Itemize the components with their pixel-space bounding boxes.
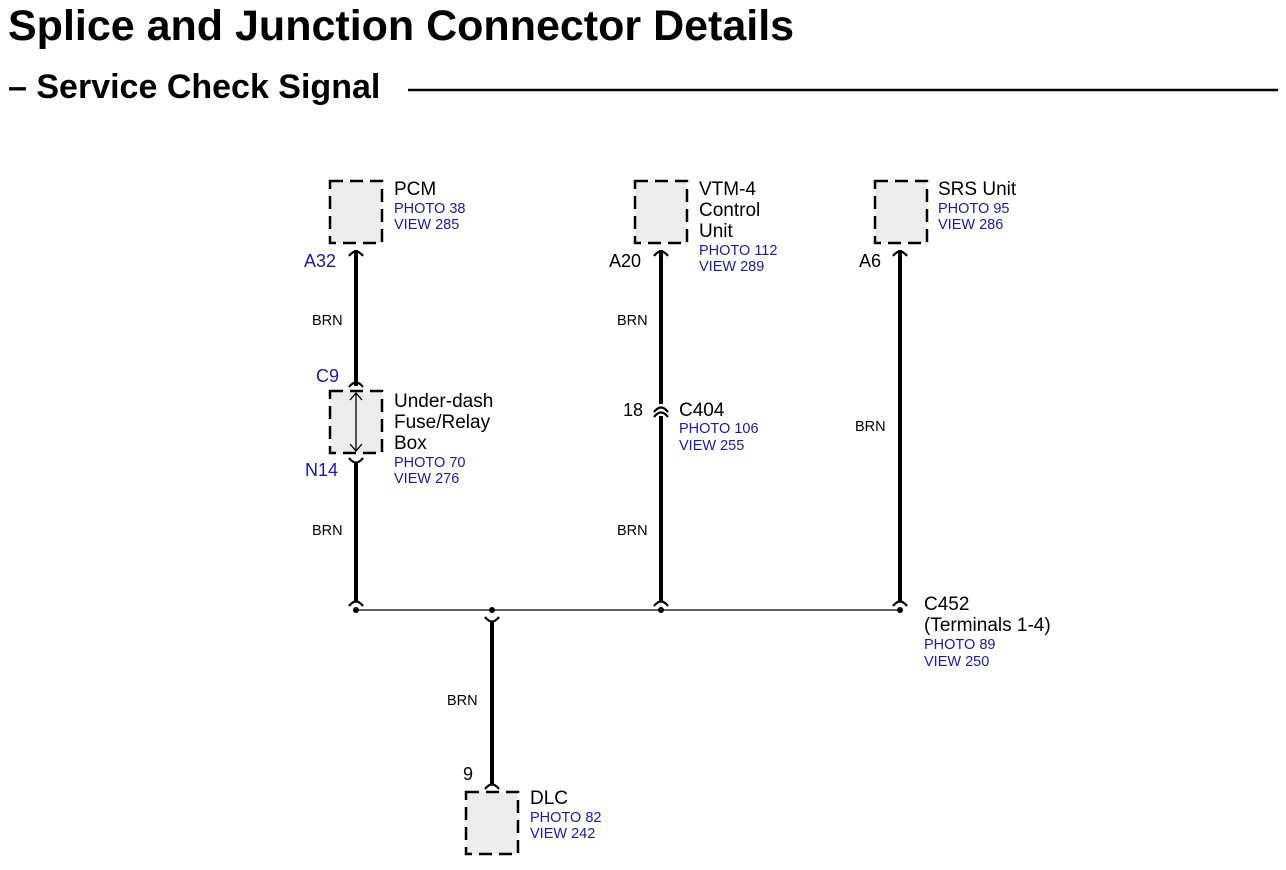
pcm-pin: A32	[304, 251, 336, 271]
dlc-photo[interactable]: PHOTO 82	[530, 810, 601, 826]
c404-terminal-bottom	[653, 411, 669, 418]
fuse-box-pin-in: C9	[316, 366, 339, 386]
c404-photo[interactable]: PHOTO 106	[679, 421, 759, 437]
vtm4-name-line-1: VTM-4	[699, 179, 756, 200]
fuse-box-pin-out: N14	[305, 460, 338, 480]
pcm-name: PCM	[394, 179, 436, 200]
fuse-box-view[interactable]: VIEW 276	[394, 471, 459, 487]
fuse-box-arrow-top	[349, 392, 363, 401]
vtm4-wire-lower-color: BRN	[617, 523, 648, 539]
pcm-splice-terminal	[348, 600, 364, 607]
vtm4-name-line-2: Control	[699, 200, 760, 221]
srs-name: SRS Unit	[938, 179, 1017, 200]
srs-wire-color: BRN	[855, 419, 886, 435]
pcm-photo[interactable]: PHOTO 38	[394, 201, 465, 217]
vtm4-view[interactable]: VIEW 289	[699, 259, 764, 275]
dlc-view[interactable]: VIEW 242	[530, 826, 595, 842]
vtm4-wire-upper-color: BRN	[617, 313, 648, 329]
c404-pin: 18	[623, 400, 643, 420]
pcm-wire-upper-color: BRN	[312, 313, 343, 329]
pcm-view[interactable]: VIEW 285	[394, 217, 459, 233]
dlc-splice-dot	[489, 607, 495, 613]
fuse-box-photo[interactable]: PHOTO 70	[394, 455, 465, 471]
fuse-box-terminal-in	[348, 381, 364, 388]
c404-view[interactable]: VIEW 255	[679, 438, 744, 454]
dlc-wire-color: BRN	[447, 693, 478, 709]
fuse-box-terminal-out	[348, 457, 364, 464]
srs-pin: A6	[859, 251, 881, 271]
vtm4-splice-terminal	[653, 600, 669, 607]
srs-box[interactable]	[873, 179, 929, 245]
dlc-splice-terminal	[484, 616, 500, 623]
c452-name: C452	[924, 594, 969, 615]
srs-splice-terminal	[892, 600, 908, 607]
fuse-box-name-line-1: Under-dash	[394, 391, 493, 412]
srs-photo[interactable]: PHOTO 95	[938, 201, 1009, 217]
c452-view[interactable]: VIEW 250	[924, 654, 989, 670]
c404-terminal-top	[653, 406, 669, 413]
c452-terminals: (Terminals 1-4)	[924, 615, 1051, 636]
srs-view[interactable]: VIEW 286	[938, 217, 1003, 233]
c452-photo[interactable]: PHOTO 89	[924, 637, 995, 653]
section-prefix: –	[8, 68, 27, 106]
dlc-terminal	[484, 783, 500, 790]
vtm4-pin: A20	[609, 251, 641, 271]
dlc-name: DLC	[530, 788, 568, 809]
fuse-box-name-line-3: Box	[394, 433, 427, 454]
page-title: Splice and Junction Connector Details	[8, 2, 795, 50]
dlc-box[interactable]	[464, 790, 520, 856]
fuse-box-arrow-bottom	[349, 443, 363, 452]
vtm4-photo[interactable]: PHOTO 112	[699, 243, 777, 259]
pcm-wire-lower-color: BRN	[312, 523, 343, 539]
fuse-box-name-line-2: Fuse/Relay	[394, 412, 491, 433]
section-name: Service Check Signal	[36, 68, 381, 106]
c404-name: C404	[679, 400, 725, 421]
section-title: – Service Check Signal	[8, 68, 380, 107]
vtm4-box[interactable]	[633, 179, 689, 245]
dlc-pin: 9	[463, 764, 473, 784]
vtm4-name-line-3: Unit	[699, 221, 734, 242]
pcm-box[interactable]	[328, 179, 384, 245]
